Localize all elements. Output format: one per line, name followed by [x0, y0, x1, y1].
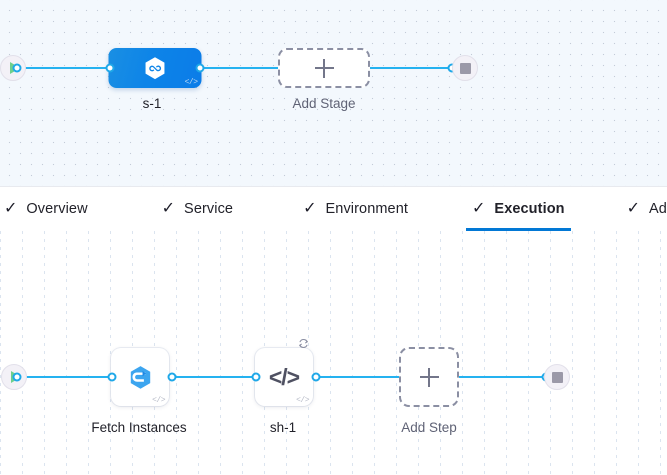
pipeline-end-node[interactable] — [452, 55, 478, 81]
tab-environment[interactable]: ✓ Environment — [297, 187, 414, 231]
connector-sh-to-add-step — [312, 376, 400, 378]
port-stage-out[interactable] — [195, 63, 205, 73]
port-fetch-out[interactable] — [167, 372, 177, 382]
tab-label-execution: Execution — [494, 201, 565, 217]
plus-icon — [419, 367, 439, 387]
connector-fetch-to-sh — [168, 376, 254, 378]
plus-icon — [314, 58, 334, 78]
connector-add-stage-to-end — [362, 67, 462, 69]
tab-label-service: Service — [184, 201, 234, 217]
step-node-sh-1[interactable]: </> </> — [255, 338, 313, 406]
step-code-badge: </> — [296, 396, 309, 405]
check-icon: ✓ — [472, 200, 486, 217]
stop-icon — [551, 371, 563, 383]
tab-service[interactable]: ✓ Service — [156, 187, 239, 231]
connector-stage-to-add-stage — [190, 67, 290, 69]
pipeline-stage-canvas[interactable]: </> s-1 Add Stage — [0, 0, 667, 186]
step-node-fetch-instances[interactable]: </> — [111, 348, 169, 406]
step-label-sh-1: sh-1 — [269, 420, 297, 435]
tab-label-environment: Environment — [325, 201, 409, 217]
stop-icon — [459, 62, 471, 74]
tab-overview[interactable]: ✓ Overview — [0, 187, 94, 231]
port-fetch-in[interactable] — [107, 372, 117, 382]
connector-add-step-to-end — [458, 376, 546, 378]
stage-config-tabs: ✓ Overview ✓ Service ✓ Environment ✓ Exe… — [0, 186, 667, 231]
port-start-out[interactable] — [12, 63, 22, 73]
connector-start-to-stage — [16, 67, 120, 69]
check-icon: ✓ — [626, 200, 641, 217]
tab-execution[interactable]: ✓ Execution — [466, 187, 571, 231]
execution-end-node[interactable] — [544, 364, 570, 390]
check-icon: ✓ — [161, 200, 176, 217]
port-stage-in[interactable] — [105, 63, 115, 73]
tab-label-advanced: Advanced — [649, 201, 667, 217]
step-code-badge: </> — [152, 396, 165, 405]
add-step-label: Add Step — [401, 420, 457, 435]
stage-node-label-s-1: s-1 — [142, 96, 162, 111]
loop-strategy-icon — [299, 338, 308, 349]
port-exec-start-out[interactable] — [12, 372, 22, 382]
add-stage-button[interactable] — [278, 48, 370, 88]
stage-node-s-1[interactable]: </> — [108, 48, 202, 88]
step-label-fetch-instances: Fetch Instances — [91, 420, 187, 435]
check-icon: ✓ — [303, 200, 317, 217]
port-sh-out[interactable] — [311, 372, 321, 382]
execution-step-canvas[interactable]: </> Fetch Instances </> </> sh-1 — [0, 231, 667, 475]
shell-script-icon: </> — [268, 363, 300, 390]
harness-cd-hexagon-icon — [145, 56, 165, 79]
port-sh-in[interactable] — [251, 372, 261, 382]
add-stage-label: Add Stage — [292, 96, 356, 111]
connector-start-to-fetch — [16, 376, 112, 378]
add-step-button[interactable] — [399, 347, 459, 407]
check-icon: ✓ — [4, 200, 18, 217]
azure-hexagon-icon — [130, 365, 150, 389]
tab-advanced[interactable]: ✓ Advanced — [621, 187, 667, 231]
tab-label-overview: Overview — [26, 201, 88, 217]
stage-code-badge: </> — [184, 78, 198, 87]
